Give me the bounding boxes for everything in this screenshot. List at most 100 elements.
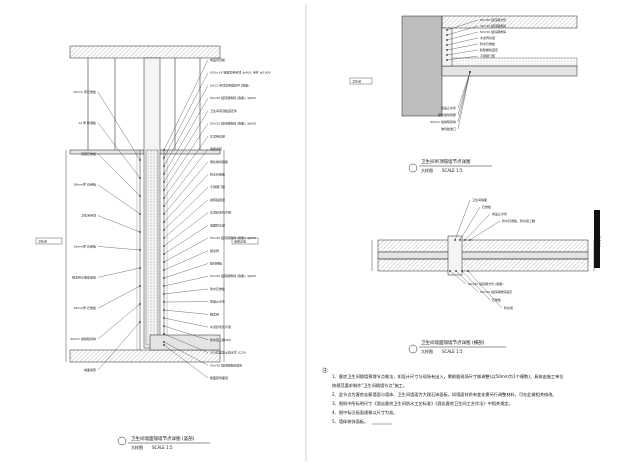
leader-line: [163, 333, 209, 353]
note-line-3: 2、此节点为客房走廊墙面与墙体、卫生间墙面为大理石饰面板，如墙面材质有变化需另行…: [332, 391, 557, 398]
leader-dot: [467, 270, 469, 272]
leader-line: [163, 288, 209, 295]
callout-label: 50×50 镀锌钢角码固定: [480, 289, 512, 294]
leader-line: [461, 270, 491, 301]
leader-line: [163, 250, 209, 271]
leader-line: [97, 303, 141, 340]
callout-label: 石膏板: [482, 204, 491, 209]
leader-line: [446, 55, 479, 61]
leader-dot: [139, 285, 141, 287]
leader-line: [446, 37, 479, 46]
leader-line: [97, 122, 141, 179]
leader-dot: [163, 165, 165, 167]
leader-line: [457, 71, 471, 116]
callout-label: 木龙骨基层: [480, 35, 495, 40]
leader-dot: [139, 267, 141, 269]
leader-dot: [464, 239, 466, 241]
leader-dot: [139, 177, 141, 179]
leader-line: [97, 153, 141, 197]
leader-line: [446, 49, 479, 56]
callout-label: 卫生间墙面: [472, 197, 487, 202]
ceiling-beam: [441, 15, 578, 29]
tr-detail-title: 卫生间吊顶隔墙节点详图: [421, 158, 471, 165]
callout-label: 50×50 镀锌钢角码 (膨胀), @600: [210, 273, 256, 278]
leader-dot: [139, 249, 141, 251]
callout-label: 50mm 岩棉隔音棉: [430, 119, 456, 124]
leader-line: [163, 174, 209, 223]
callout-label: 防水层: [504, 305, 513, 310]
leader-dot: [139, 303, 141, 305]
leader-line: [163, 110, 209, 183]
detail-marker: [117, 436, 127, 446]
leader-line: [97, 246, 141, 251]
callout-label: 卫生间吊顶板固定件: [210, 108, 237, 113]
leader-line: [464, 213, 491, 241]
callout-label: 钢龙骨: [210, 311, 219, 316]
leader-line: [97, 321, 141, 371]
left-detail-title: 卫生间墙面隔墙节点详图 (竖剖): [131, 435, 195, 442]
leader-dot: [469, 71, 471, 73]
leader-dot: [139, 213, 141, 215]
callout-label: (ALC) 吊顶龙骨固定件 (膨胀): [210, 82, 249, 87]
leader-line: [163, 98, 209, 175]
leader-line: [163, 59, 209, 151]
leader-dot: [163, 261, 165, 263]
water-stop-curb: [149, 334, 221, 351]
leader-line: [455, 270, 479, 293]
leader-line: [457, 71, 471, 109]
leader-line: [163, 85, 209, 167]
callout-label: 50×50 镀锌钢角码: [480, 29, 506, 34]
leader-dot: [163, 333, 165, 335]
leader-line: [163, 309, 209, 315]
leader-dot: [446, 59, 448, 61]
leader-dot: [449, 270, 451, 272]
callout-label: 钢龙骨与墙体连接: [72, 274, 96, 279]
callout-label: 成品止水条: [492, 211, 507, 216]
callout-label: 防水石膏板，防水层上翻: [502, 218, 535, 223]
left-detail-subtitle: 大样图: [131, 444, 143, 450]
callout-label: 钢龙骨: [210, 248, 219, 253]
sheet-code-strip: [594, 210, 600, 268]
leader-line: [446, 25, 479, 36]
callout-label: 水泥砂浆找平层: [210, 210, 231, 215]
leader-dot: [446, 44, 448, 46]
leader-dot: [163, 213, 165, 215]
leader-dot: [163, 285, 165, 287]
leader-line: [163, 317, 209, 328]
callout-label: 50mm 岩棉隔音棉: [70, 336, 96, 341]
callout-label: 不锈钢门框: [480, 53, 495, 58]
leader-dot: [139, 159, 141, 161]
callout-label: 60×80 镀锌钢方管: [480, 17, 506, 22]
note-line-6: 5、墙体装饰面板。: [332, 418, 368, 425]
callout-label: 12 厚 防潮板: [78, 120, 96, 125]
leader-line: [446, 31, 479, 41]
leader-line: [97, 215, 141, 233]
leader-dot: [163, 269, 165, 271]
leader-dot: [163, 325, 165, 327]
callout-label: 防水层上翻300: [210, 337, 231, 342]
callout-label: 成品止水条: [210, 299, 225, 304]
leader-dot: [446, 39, 448, 41]
leader-dot: [163, 229, 165, 231]
leader-dot: [446, 54, 448, 56]
leader-line: [163, 148, 209, 207]
leader-line: [163, 187, 209, 231]
tag-corridor: 走廊过道: [234, 239, 246, 244]
leader-dot: [163, 221, 165, 223]
callout-label: 不锈钢门框: [210, 184, 225, 189]
tr-detail-scale: SCALE 1:5: [442, 168, 463, 173]
leader-dot: [139, 231, 141, 233]
leader-line: [163, 72, 209, 159]
callout-label: 木龙骨基层: [210, 133, 225, 138]
notes-heading: 注:: [322, 367, 329, 374]
callout-label: 膨胀螺栓固定: [480, 47, 498, 52]
callout-label: 50×50 镀锌钢角码 (膨胀), @600: [210, 235, 256, 240]
leader-line: [163, 225, 209, 255]
callout-label: 双层石膏板: [81, 151, 96, 156]
leader-line: [163, 341, 209, 366]
floor-slab: [69, 349, 221, 363]
callout-label: 石膏板: [492, 297, 501, 302]
